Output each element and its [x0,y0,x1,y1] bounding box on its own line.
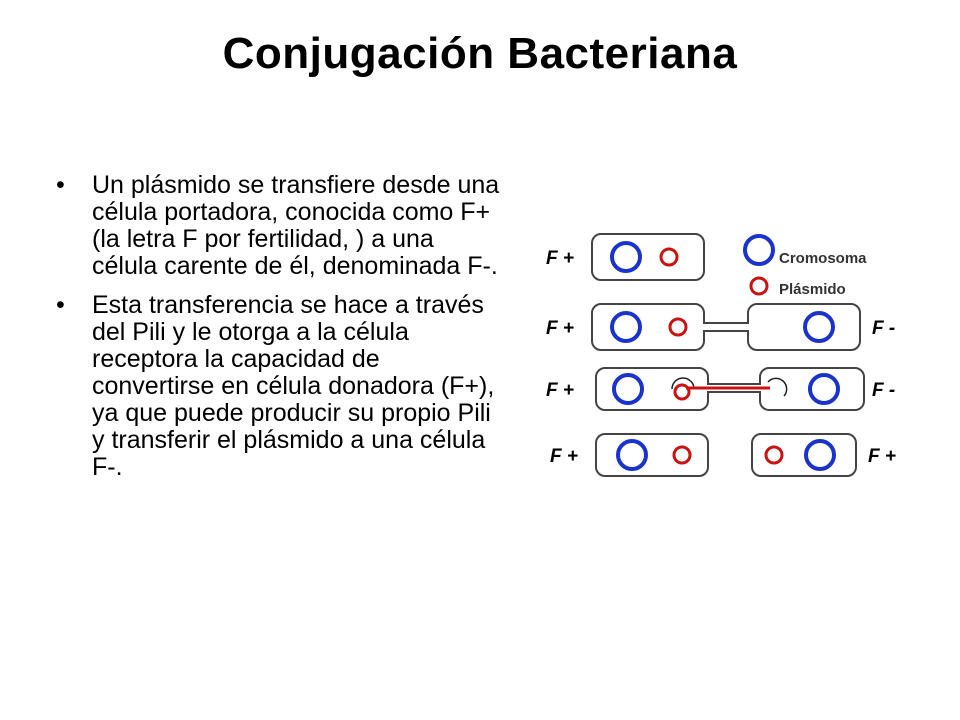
row3-right-label: F - [872,380,895,401]
bullet-item: • Esta transferencia se hace a través de… [52,292,502,481]
chromosome-icon [610,311,642,343]
chromosome-icon [804,439,836,471]
plasmid-icon [659,247,679,267]
row4-left-label: F + [550,446,578,467]
chromosome-icon [610,241,642,273]
chromosome-icon [803,311,835,343]
conjugation-diagram-svg: F + Cromosoma Plásmido F + F - F + F - [546,233,896,477]
slide-title: Conjugación Bacteriana [222,29,738,78]
chromosome-icon [612,373,644,405]
legend-plasmid-icon [749,276,769,296]
bullet-text: Esta transferencia se hace a través del … [92,291,495,481]
bullet-text: Un plásmido se transfiere desde una célu… [92,171,500,280]
recipient-arrow-icon [767,377,788,397]
legend-chromosome-label: Cromosoma [779,250,867,267]
rolling-circle-arrow-icon [671,377,695,390]
row1-left-label: F + [546,248,574,269]
plasmid-icon [764,445,784,465]
bullet-dot: • [56,291,65,319]
row3-left-label: F + [546,380,574,401]
legend-plasmid-label: Plásmido [779,281,846,298]
bullet-dot: • [56,171,65,199]
row2-left-label: F + [546,318,574,339]
bullet-list: • Un plásmido se transfiere desde una cé… [52,172,502,493]
row1-donor-cell [591,233,705,281]
plasmid-icon [673,383,691,401]
row4-right-label: F + [868,446,896,467]
bullet-item: • Un plásmido se transfiere desde una cé… [52,172,502,280]
row2-right-label: F - [872,318,895,339]
chromosome-icon [808,373,840,405]
legend-chromosome-icon [743,234,775,266]
row2-pilus-channel [702,324,750,330]
conjugation-diagram: F + Cromosoma Plásmido F + F - F + F - [534,224,906,484]
plasmid-icon [668,317,688,337]
plasmid-icon [672,445,692,465]
chromosome-icon [616,439,648,471]
